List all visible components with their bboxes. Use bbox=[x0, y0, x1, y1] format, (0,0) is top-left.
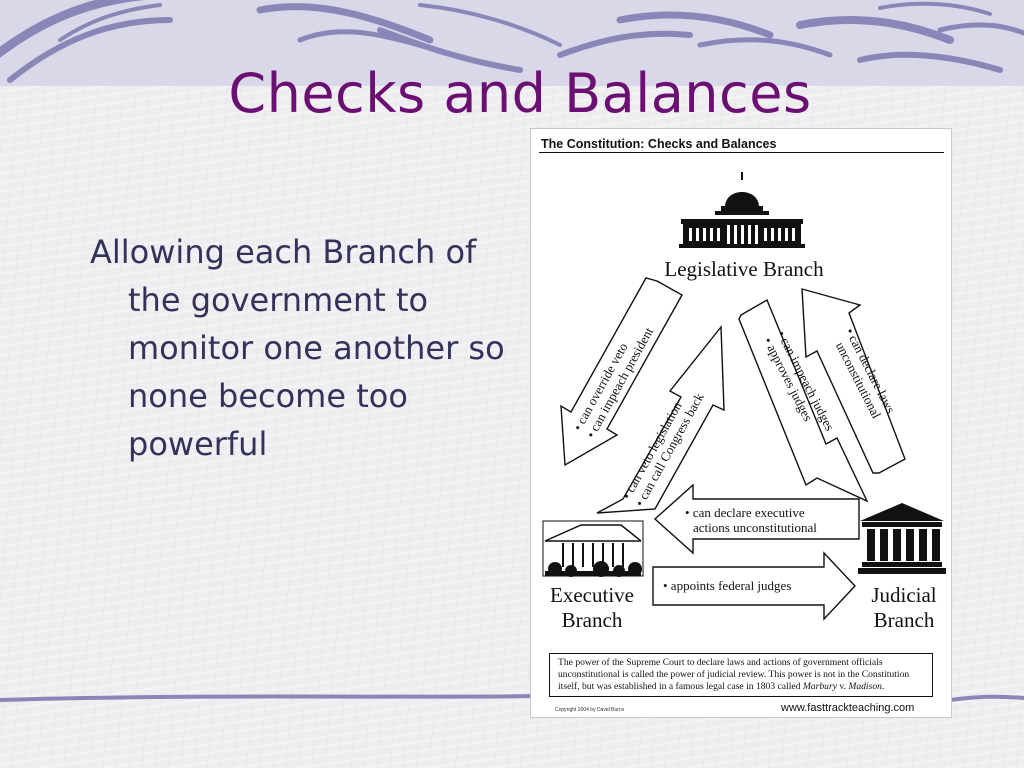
diagram-graphics bbox=[542, 172, 946, 621]
arrow-judicial-to-executive bbox=[653, 483, 860, 555]
arrow-executive-to-judicial bbox=[652, 551, 856, 621]
decorative-header-band bbox=[0, 0, 1024, 86]
arrow-legislative-to-executive bbox=[560, 277, 683, 467]
note-period: . bbox=[881, 681, 885, 693]
arrow-judicial-to-legislative bbox=[801, 288, 906, 474]
note-case-marbury: Marbury bbox=[802, 681, 837, 693]
note-versus: v. bbox=[836, 681, 849, 693]
bottom-divider bbox=[0, 694, 1024, 702]
note-case-madison: Madison bbox=[848, 681, 882, 693]
check-actions-unconstitutional: actions unconstitutional bbox=[693, 520, 817, 535]
executive-label-line2: Branch bbox=[561, 608, 623, 632]
executive-label-line1: Executive bbox=[550, 583, 634, 607]
judicial-review-note: The power of the Supreme Court to declar… bbox=[549, 653, 933, 697]
jud-exec-checks: • can declare executive actions unconsti… bbox=[685, 505, 817, 535]
judicial-branch-label: Judicial Branch bbox=[849, 583, 959, 633]
check-declare-executive: • can declare executive bbox=[685, 505, 805, 520]
diagram-heading: The Constitution: Checks and Balances bbox=[541, 137, 777, 151]
executive-branch-label: Executive Branch bbox=[533, 583, 651, 633]
arrow-executive-to-legislative bbox=[596, 325, 725, 514]
heading-rule bbox=[539, 152, 944, 153]
judicial-label-line2: Branch bbox=[873, 608, 935, 632]
legislative-branch-label: Legislative Branch bbox=[664, 257, 824, 281]
swirl-decoration bbox=[0, 0, 1024, 83]
website-link[interactable]: www.fasttrackteaching.com bbox=[781, 702, 915, 714]
checks-balances-diagram: The Constitution: Checks and Balances bbox=[530, 128, 952, 718]
courthouse-icon bbox=[858, 503, 946, 574]
slide-title: Checks and Balances bbox=[228, 62, 812, 125]
note-text: The power of the Supreme Court to declar… bbox=[558, 657, 910, 693]
exec-jud-check: • appoints federal judges bbox=[663, 578, 792, 593]
bullet-text: Allowing each Branch of the government t… bbox=[90, 233, 505, 463]
copyright-text: Copyright 2004 by David Burns bbox=[555, 707, 625, 713]
arrow-legislative-to-judicial bbox=[738, 298, 869, 503]
white-house-icon bbox=[542, 520, 644, 577]
judicial-label-line1: Judicial bbox=[871, 583, 937, 607]
